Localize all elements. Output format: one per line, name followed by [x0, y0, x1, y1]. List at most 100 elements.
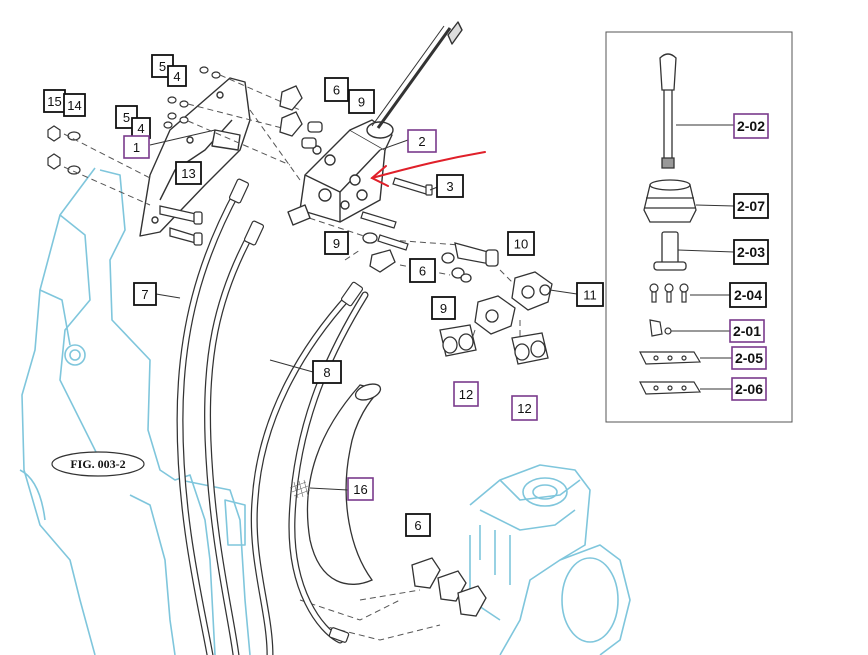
callout-text: 10	[514, 237, 528, 252]
callout-text: 2-01	[733, 323, 761, 339]
callout-box	[407, 129, 437, 153]
callout-box	[123, 135, 150, 159]
callout-text: 16	[353, 482, 367, 497]
callout-box	[312, 360, 342, 384]
inset-plate-2-05	[639, 351, 702, 365]
callout-box	[175, 161, 202, 185]
callout-text: 4	[137, 121, 144, 136]
callout-4b: 4	[131, 117, 151, 139]
callout-6b: 6	[409, 258, 436, 283]
callout-box	[324, 77, 349, 102]
callout-6c: 6	[405, 513, 431, 537]
inset-boot	[643, 179, 697, 223]
callout-text: 5	[123, 110, 130, 125]
callout-9a: 9	[348, 89, 375, 114]
callout-box	[405, 513, 431, 537]
protective-sleeve	[289, 383, 382, 585]
bracket-bolts	[159, 205, 203, 246]
nuts-and-washers	[47, 66, 221, 175]
callout-text: 12	[459, 387, 473, 402]
leader-lines	[149, 129, 578, 491]
inset-shaft	[653, 231, 687, 271]
callout-text: 15	[47, 94, 61, 109]
callout-2-05: 2-05	[731, 346, 767, 370]
red-annotation-arrow	[370, 151, 486, 187]
callout-box	[347, 477, 374, 501]
callout-text: 8	[323, 365, 330, 380]
callout-3: 3	[436, 174, 464, 198]
callout-13: 13	[175, 161, 202, 185]
callout-text: 6	[333, 83, 340, 98]
callout-1: 1	[123, 135, 150, 159]
callout-2-06: 2-06	[731, 377, 767, 401]
callout-text: 14	[67, 98, 81, 113]
inset-bolts	[649, 283, 689, 303]
callout-text: 2-03	[737, 244, 765, 260]
callout-15: 15	[43, 89, 66, 113]
callout-box	[507, 231, 535, 256]
callout-text: 11	[583, 288, 597, 303]
callout-text: 12	[517, 401, 531, 416]
callout-box	[511, 395, 538, 421]
callout-text: 2-04	[734, 287, 762, 303]
callout-text: 2	[418, 134, 425, 149]
figure-reference-oval: FIG. 003-2	[51, 451, 145, 477]
inset-gasket-2-06	[639, 381, 702, 395]
callout-2-01: 2-01	[729, 319, 765, 343]
callout-text: 2-06	[735, 381, 763, 397]
callout-text: 6	[414, 518, 421, 533]
callout-2: 2	[407, 129, 437, 153]
bottom-fittings	[411, 557, 487, 617]
callout-14: 14	[63, 93, 86, 117]
callout-box	[453, 381, 479, 407]
callout-box	[576, 282, 604, 307]
callout-12b: 12	[511, 395, 538, 421]
callout-text: 6	[419, 264, 426, 279]
valve-top-fittings	[279, 85, 323, 149]
callout-box	[431, 296, 456, 320]
callout-16: 16	[347, 477, 374, 501]
hose-end-fittings	[228, 178, 364, 643]
callout-8: 8	[312, 360, 342, 384]
callout-7: 7	[133, 282, 157, 306]
callout-2-03: 2-03	[733, 239, 769, 265]
quick-couplers	[439, 324, 549, 365]
callout-box	[324, 231, 349, 255]
callout-text: 4	[173, 69, 180, 84]
callout-box	[436, 174, 464, 198]
callout-text: 3	[446, 179, 453, 194]
inset-lever	[659, 53, 677, 169]
callout-text: 2-07	[737, 198, 765, 214]
callout-text: 7	[141, 287, 148, 302]
callout-text: 9	[358, 95, 365, 110]
callout-text: 13	[181, 166, 195, 181]
callout-box	[733, 239, 769, 265]
control-valve	[287, 21, 463, 226]
callout-text: 2-02	[737, 118, 765, 134]
callout-9c: 9	[431, 296, 456, 320]
callout-text: 5	[159, 59, 166, 74]
callout-box	[729, 282, 767, 308]
callout-box	[348, 89, 375, 114]
valve-bolts	[360, 177, 433, 251]
figure-reference-text: FIG. 003-2	[70, 457, 125, 471]
middle-fittings	[362, 232, 499, 283]
callout-4a: 4	[167, 65, 187, 87]
callout-6a: 6	[324, 77, 349, 102]
callout-box	[133, 282, 157, 306]
callout-2-02: 2-02	[733, 113, 769, 139]
callout-text: 9	[333, 236, 340, 251]
callout-box	[409, 258, 436, 283]
callout-11: 11	[576, 282, 604, 307]
callout-box	[733, 113, 769, 139]
callout-text: 2-05	[735, 350, 763, 366]
callout-text: 9	[440, 301, 447, 316]
callout-text: 1	[133, 140, 140, 155]
callout-box	[63, 93, 86, 117]
callout-box	[729, 319, 765, 343]
callout-2-07: 2-07	[733, 193, 769, 219]
callout-10: 10	[507, 231, 535, 256]
tee-fittings	[474, 271, 553, 335]
